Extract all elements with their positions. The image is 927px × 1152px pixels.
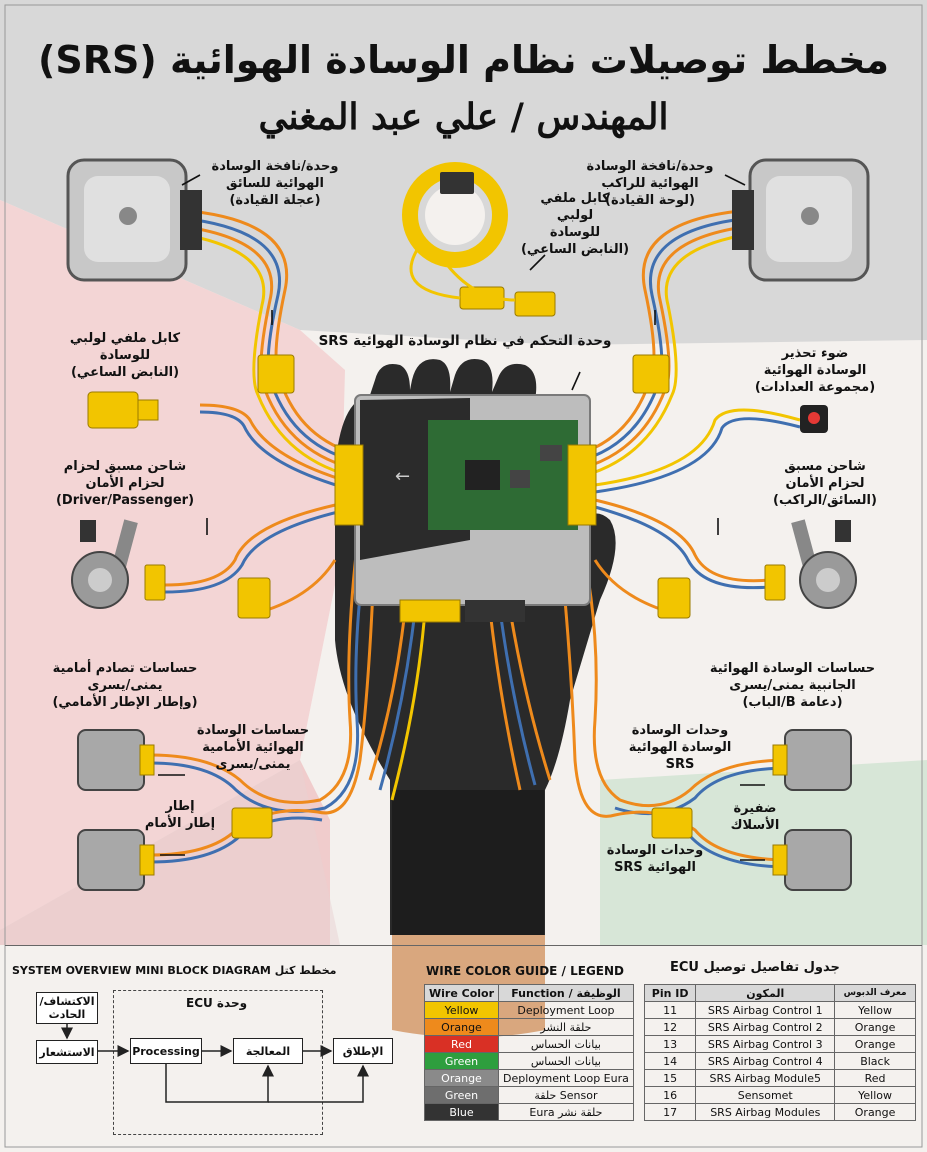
ecu-pin-id-cell: Yellow [834, 1086, 916, 1104]
pretensioner-right-icon [791, 519, 857, 609]
block-processing: Processing [130, 1038, 202, 1064]
legend-color-cell: Red [423, 1035, 500, 1053]
svg-text:←: ← [395, 466, 410, 487]
legend-function-cell: بيانات الحساس [498, 1052, 634, 1070]
ecu-pin-id-cell: Red [834, 1069, 916, 1087]
label-srs-ecu: وحدة التحكم في نظام الوسادة الهوائية SRS [318, 333, 612, 349]
ecu-component-cell: SRS Airbag Control 3 [695, 1035, 836, 1053]
author-name: المهندس / علي عبد المغني [258, 96, 669, 138]
block-sensing: الاستشعار [36, 1040, 98, 1064]
legend-function-cell: حلقة النشر [498, 1018, 634, 1036]
ecu-component-cell: SRS Airbag Control 2 [695, 1018, 836, 1036]
block-detect: الاكتشاف/الحادث [36, 992, 98, 1024]
legend-function-cell: Deployment Loop [498, 1001, 634, 1019]
ecu-pin-cell: 16 [643, 1086, 697, 1104]
warning-light-icon [800, 405, 828, 433]
ecu-pin-id-cell: Black [834, 1052, 916, 1070]
ecu-dashed-box [113, 990, 323, 1135]
ecu-component-cell: SRS Airbag Control 1 [695, 1001, 836, 1019]
ecu-table-panel: جدول تفاصيل توصيل ECU Pin ID المكون معرف… [640, 952, 920, 1142]
page-title: مخطط توصيلات نظام الوسادة الهوائية (SRS) [37, 38, 890, 82]
driver-airbag-module-icon [66, 158, 202, 282]
ecu-header-pin: Pin ID [643, 984, 697, 1002]
divider [5, 945, 922, 946]
block-processing-ar: المعالجة [233, 1038, 303, 1064]
legend-color-cell: Green [423, 1052, 500, 1070]
clock-spring-icon [402, 162, 516, 302]
ecu-box-label: وحدة ECU [186, 996, 248, 1010]
srs-ecu: ← [334, 394, 597, 623]
ecu-pin-cell: 14 [643, 1052, 697, 1070]
ecu-header-pin-id: معرف الدبوس [834, 984, 916, 1002]
ecu-component-cell: Sensomet [695, 1086, 836, 1104]
ecu-table-title: جدول تفاصيل توصيل ECU [670, 960, 840, 975]
block-arrows [61, 1024, 369, 1103]
ecu-header-component: المكون [695, 984, 836, 1002]
ecu-component-cell: SRS Airbag Modules [695, 1103, 836, 1121]
pretensioner-left-icon [71, 519, 138, 609]
ecu-pin-cell: 12 [643, 1018, 697, 1036]
ecu-component-cell: SRS Airbag Module5 [695, 1069, 836, 1087]
wire-legend-title: WIRE COLOR GUIDE / LEGEND [426, 964, 625, 978]
ecu-pin-cell: 13 [643, 1035, 697, 1053]
legend-color-cell: Blue [423, 1103, 500, 1121]
legend-header-function: Function / الوظيفة [498, 984, 634, 1002]
ecu-pin-id-cell: Orange [834, 1103, 916, 1121]
ecu-pin-id-cell: Orange [834, 1018, 916, 1036]
ecu-component-cell: SRS Airbag Control 4 [695, 1052, 836, 1070]
legend-function-cell: حلقة Sensor [498, 1086, 634, 1104]
legend-color-cell: Orange [423, 1018, 500, 1036]
ecu-pin-id-cell: Orange [834, 1035, 916, 1053]
block-deployment: الإطلاق [333, 1038, 393, 1064]
ecu-pin-id-cell: Yellow [834, 1001, 916, 1019]
legend-color-cell: Green [423, 1086, 500, 1104]
wire-legend-panel: WIRE COLOR GUIDE / LEGEND Wire Color Fun… [420, 952, 634, 1142]
legend-function-cell: Deployment Loop Eura [498, 1069, 634, 1087]
legend-function-cell: بيانات الحساس [498, 1035, 634, 1053]
legend-color-cell: Orange [423, 1069, 500, 1087]
legend-header-color: Wire Color [423, 984, 500, 1002]
sensor-icon [77, 729, 852, 891]
legend-function-cell: Eura حلقة نشر [498, 1103, 634, 1121]
passenger-airbag-module-icon [732, 158, 870, 282]
ecu-pin-cell: 17 [643, 1103, 697, 1121]
ecu-pin-cell: 15 [643, 1069, 697, 1087]
block-diagram-panel: SYSTEM OVERVIEW MINI BLOCK DIAGRAM مخطط … [8, 952, 413, 1142]
block-diagram-title: SYSTEM OVERVIEW MINI BLOCK DIAGRAM مخطط … [12, 964, 337, 977]
legend-color-cell: Yellow [423, 1001, 500, 1019]
ecu-pin-cell: 11 [643, 1001, 697, 1019]
